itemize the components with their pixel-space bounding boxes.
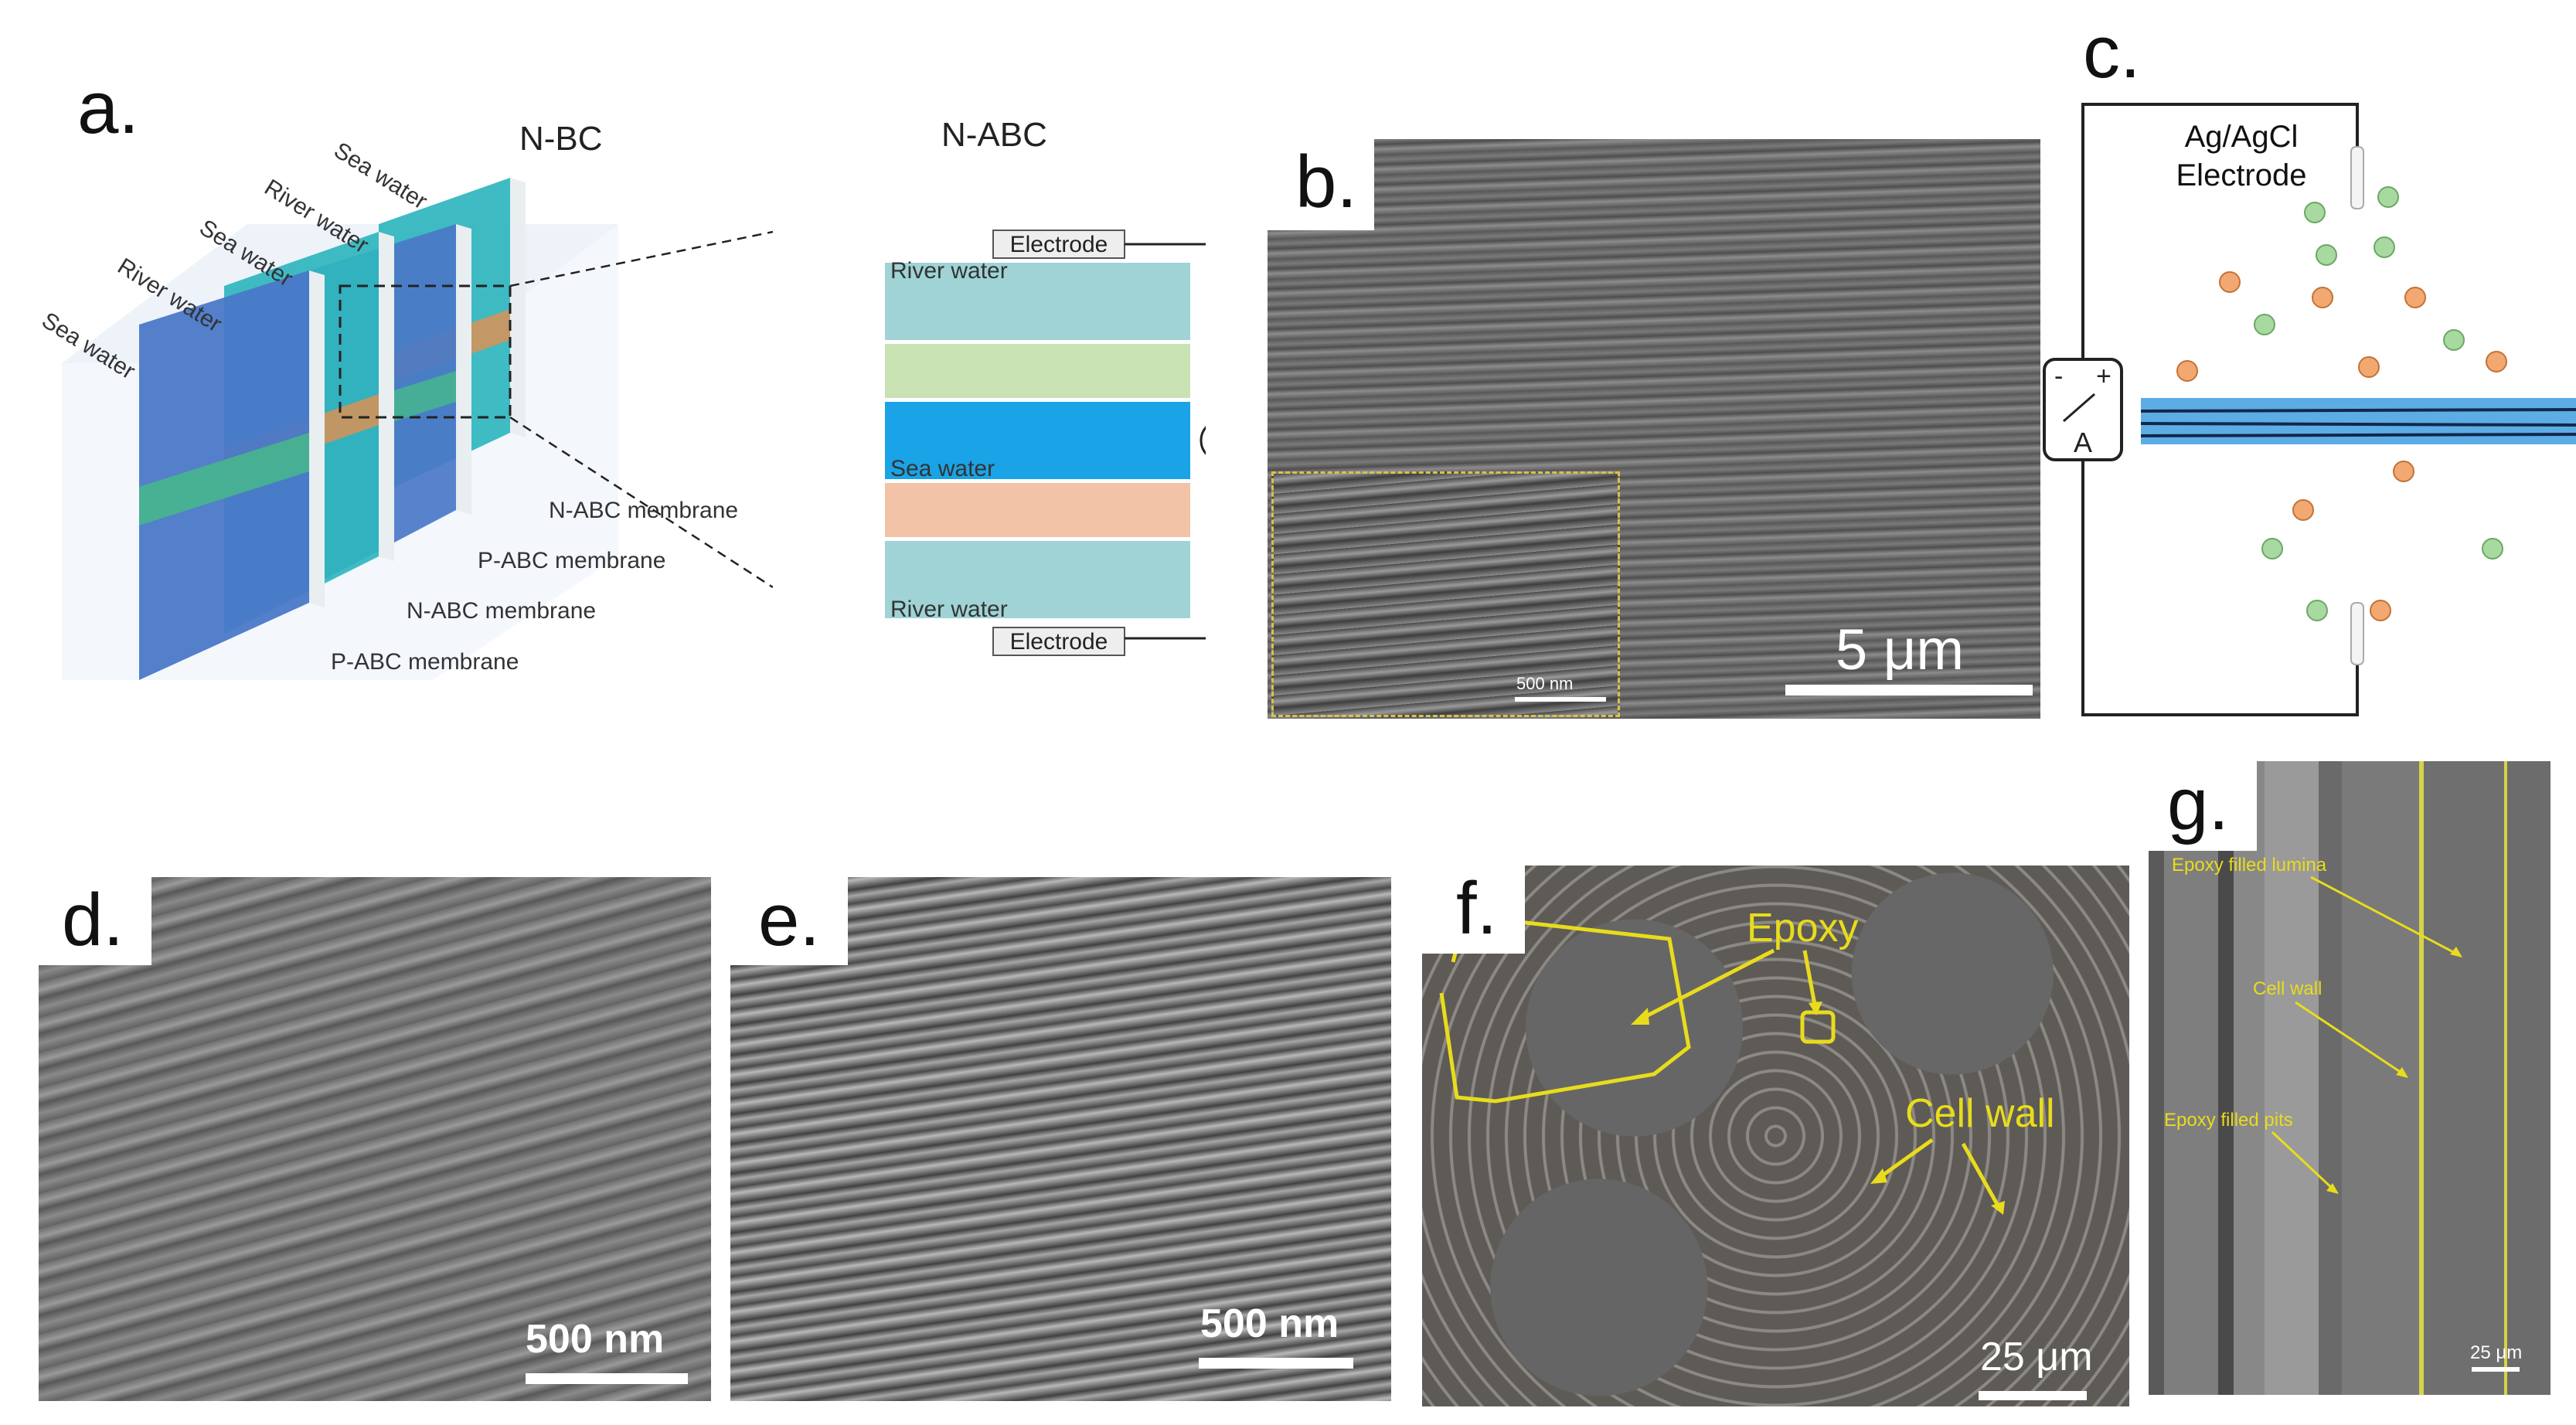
panel-f: Epoxy Cell wall 25 μm f.: [1422, 866, 2129, 1406]
scale-bar-g: [2472, 1367, 2520, 1372]
zoom-selection-box: [339, 284, 512, 419]
panel-g-annotations: Epoxy filled lumina Cell wall Epoxy fill…: [2164, 855, 2462, 1194]
scale-bar-f: [1979, 1391, 2087, 1400]
pits-arrow: [2271, 1131, 2336, 1192]
panel-d-label: d.: [39, 877, 152, 965]
electrode-label-line1: Ag/AgCl: [2185, 120, 2299, 154]
epoxy-arrow-1: [1637, 948, 1775, 1022]
electrode-top: [2350, 146, 2364, 209]
ammeter-box: [2043, 358, 2123, 461]
stack-label-5: Sea water: [329, 138, 431, 215]
zoom-line-bottom: [509, 416, 773, 589]
membrane-label-1: N-ABC membrane: [549, 498, 738, 523]
electrode-bottom: [2350, 602, 2364, 665]
scale-bar-e: [1199, 1358, 1353, 1369]
membrane-label-4: P-ABC membrane: [331, 649, 519, 675]
pits-label: Epoxy filled pits: [2164, 1110, 2293, 1131]
panel-e-label: e.: [730, 877, 849, 965]
panel-g: Epoxy filled lumina Cell wall Epoxy fill…: [2149, 761, 2550, 1395]
detail-layer-label-3: River water: [890, 597, 1008, 622]
scale-text-e: 500 nm: [1200, 1301, 1339, 1346]
scale-bar-d: [526, 1373, 688, 1384]
cation-particles: [2176, 271, 2507, 621]
epoxy-arrow-2: [1802, 950, 1817, 1005]
panel-b: 500 nm 5 μm b.: [1268, 139, 2040, 719]
scale-text-g: 25 μm: [2470, 1342, 2523, 1363]
panel-c-label: c.: [2083, 15, 2141, 94]
ion-transport-diagram: - + A Ag/AgCl Electrode: [2043, 103, 2576, 716]
scale-bar-main-b: [1785, 685, 2033, 695]
layer-river-top: [885, 263, 1190, 340]
electrode-bottom-label: Electrode: [1010, 629, 1108, 655]
panel-b-label: b.: [1268, 139, 1375, 230]
lumina-label: Epoxy filled lumina: [2172, 855, 2327, 876]
panel-c: c. - + A Ag/AgCl Electrode: [2040, 15, 2576, 726]
membrane-sheet-1: [139, 270, 325, 680]
layer-river-bottom: [885, 541, 1190, 618]
cellwall-arrow-g: [2295, 1001, 2404, 1076]
panel-a: a. N-BC N-ABC Sea w: [0, 0, 1206, 726]
scale-text-f: 25 μm: [1980, 1335, 2093, 1379]
panel-e: 500 nm e.: [730, 877, 1391, 1401]
detail-layer-label-2: Sea water: [890, 456, 995, 481]
electrode-bottom-box: [992, 627, 1125, 656]
panel-f-annotations: Epoxy Cell wall: [1439, 906, 2055, 1215]
membrane-label-3: N-ABC membrane: [407, 598, 596, 624]
epoxy-outline-small: [1800, 1010, 1836, 1044]
electrode-top-label: Electrode: [1010, 232, 1108, 257]
panel-f-label: f.: [1422, 866, 1526, 954]
panel-g-label: g.: [2149, 761, 2258, 851]
membrane-green: [885, 344, 1190, 398]
scale-text-main-b: 5 μm: [1836, 617, 1964, 682]
membrane-stack-diagram: Sea water River water Sea water River wa…: [37, 138, 773, 680]
cellwall-arrow-2: [1961, 1142, 2000, 1207]
epoxy-label: Epoxy: [1747, 906, 1859, 951]
ammeter-plus: +: [2096, 362, 2112, 391]
panel-a-title-right: N-ABC: [941, 116, 1047, 154]
anion-particles: [2254, 186, 2503, 621]
circuit-wire: [1125, 243, 1206, 640]
voltmeter: [1200, 426, 1206, 455]
panel-a-label: a.: [77, 66, 140, 149]
cellwall-arrow-1: [1877, 1138, 1934, 1181]
sem-image-g: [2149, 761, 2550, 1395]
zoom-line-top: [509, 230, 773, 287]
cellwall-label-g: Cell wall: [2253, 978, 2322, 999]
scale-bar-inset-b: [1515, 697, 1606, 702]
panel-a-title-left: N-BC: [519, 120, 603, 158]
cellwall-label: Cell wall: [1905, 1091, 2055, 1136]
ammeter-label: A: [2074, 427, 2092, 458]
lumina-arrow: [2310, 876, 2459, 956]
electrode-label-line2: Electrode: [2176, 158, 2307, 192]
nanochannel-membrane: [2140, 398, 2576, 444]
membrane-orange: [885, 483, 1190, 537]
panel-d: 500 nm d.: [39, 877, 711, 1401]
ammeter-needle: [2063, 393, 2095, 423]
ammeter-minus: -: [2054, 362, 2063, 391]
scale-text-d: 500 nm: [526, 1317, 665, 1362]
inset-b: [1271, 471, 1620, 717]
n-abc-detail-schematic: Electrode River water Sea water River wa…: [885, 230, 1206, 656]
membrane-label-2: P-ABC membrane: [478, 548, 665, 573]
scale-text-inset-b: 500 nm: [1516, 674, 1574, 693]
sem-image-f: [1422, 866, 2129, 1406]
detail-layer-label-1: River water: [890, 258, 1008, 284]
layer-sea: [885, 402, 1190, 479]
